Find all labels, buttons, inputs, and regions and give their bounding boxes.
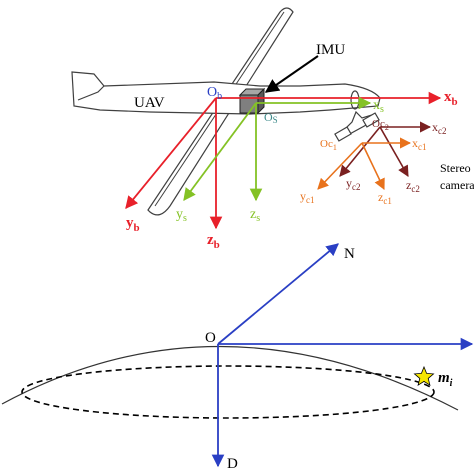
yc1-label: yc1 [300,189,315,205]
zc1-axis [361,142,385,191]
os-label: OS [264,110,278,125]
n-axis [217,243,339,345]
uav-drawing [71,7,381,216]
imu-label: IMU [316,42,345,58]
zb-label: zb [207,232,220,251]
zc2-axis [379,126,409,177]
earth-dashed-ellipse [21,365,435,419]
yc1-axis [317,142,363,190]
yc2-label: yc2 [346,176,361,192]
yc2-axis [339,126,381,177]
stereo-label: Stereo [440,161,471,175]
xc2-label: xc2 [432,120,447,136]
d-label: D [227,456,238,472]
mi-label: mi [438,370,453,389]
oc1-label: Oc1 [320,138,337,152]
zs-label: zs [250,207,260,224]
zc2-label: zc2 [406,178,420,194]
ys-axis [183,102,257,202]
ys-label: ys [176,207,187,224]
yb-label: yb [126,215,140,234]
ned-frame [211,243,474,468]
body-frame [125,91,442,230]
ob-label: Ob [207,85,222,102]
o-label: O [205,330,216,346]
earth-surface-arc [1,345,459,411]
uav-label: UAV [134,95,165,111]
xb-label: xb [444,89,458,108]
camera2-frame [339,121,432,177]
imu-frame [183,96,372,202]
camera-label: camera [440,178,474,192]
uav-fuselage [71,71,381,115]
star-icon [413,365,435,386]
yb-axis [125,97,217,209]
xs-label: xs [373,98,384,115]
oc2-label: Oc2 [372,118,389,132]
xc1-label: xc1 [412,136,427,152]
camera1-frame [317,137,412,191]
zc1-label: zc1 [378,190,392,206]
imu-box [238,87,266,115]
imu-pointer [264,55,319,93]
n-label: N [344,246,355,262]
